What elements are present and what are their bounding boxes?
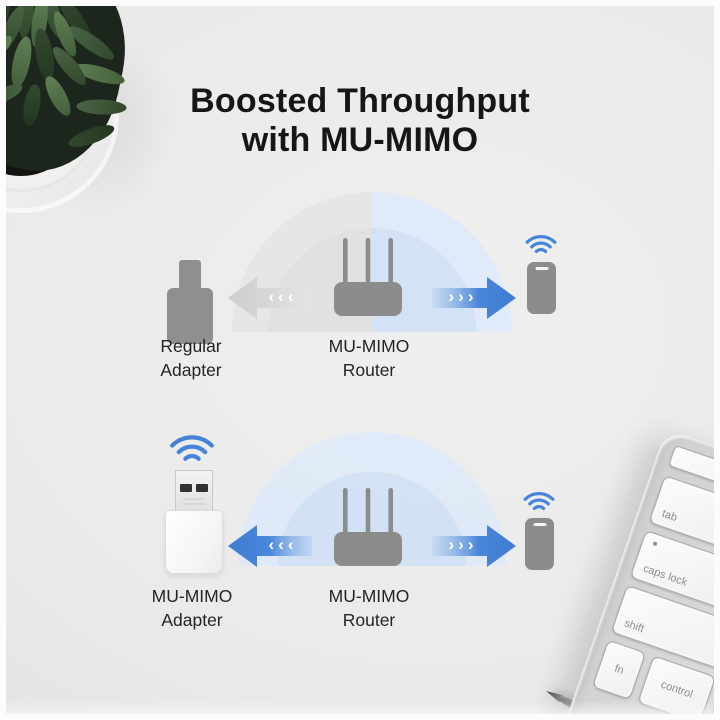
page-title: Boosted Throughput with MU-MIMO [0,82,720,160]
title-line-2: with MU-MIMO [241,121,479,159]
usb-connector [175,470,213,512]
adapter-shell [165,510,223,574]
potted-plant [0,0,176,236]
label-regular-adapter: Regular Adapter [160,336,222,380]
phone-speaker [533,523,546,526]
label-mumimo-adapter: MU-MIMO Adapter [151,586,233,630]
uplink-arrow-blue: ››› [432,523,516,569]
chevrons-icon: ‹‹‹ [268,535,298,554]
keyboard: tab caps lock shift fn control option [526,429,720,720]
wifi-signal-icon [170,435,214,461]
label-mumimo-router: MU-MIMO Router [328,336,410,380]
usb-body [167,288,213,344]
wifi-signal-icon [523,492,555,511]
title-line-1: Boosted Throughput [190,82,530,120]
key-fn: fn [591,639,647,700]
chevrons-icon: ››› [448,535,478,554]
usb-wifi-adapter-icon [165,470,223,574]
wifi-router-icon [334,488,402,566]
wifi-signal-icon [525,235,557,254]
downlink-arrow-blue: ‹‹‹ [228,523,312,569]
caps-lock-indicator [652,541,658,547]
wifi-router-icon [334,238,402,316]
chevrons-icon: ‹‹‹ [268,287,298,306]
signal-arc-blue [238,432,506,566]
downlink-arrow-gray: ‹‹‹ [228,275,312,321]
usb-plug [179,260,201,290]
usb-contact-slot [196,484,208,492]
uplink-arrow-blue: ››› [432,275,516,321]
chevrons-icon: ››› [448,287,478,306]
smartphone-icon [525,518,554,570]
label-mumimo-router: MU-MIMO Router [328,586,410,630]
phone-speaker [535,267,548,270]
smartphone-icon [527,262,556,314]
usb-adapter-icon [167,260,213,344]
usb-contact-slot [180,484,192,492]
